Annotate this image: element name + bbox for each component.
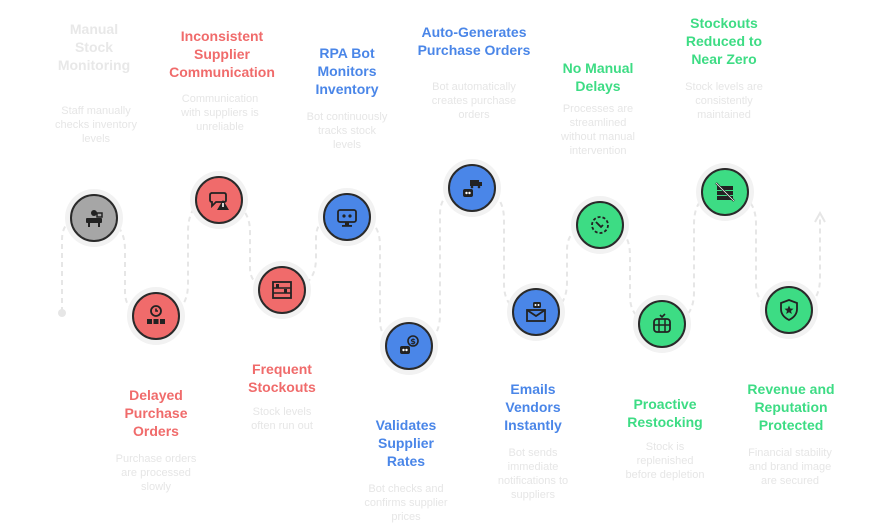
timer-arrow-icon: [591, 216, 609, 234]
step-node: [323, 193, 371, 241]
step-node: [576, 201, 624, 249]
step-title: Manual Stock Monitoring: [57, 21, 131, 73]
step-description: Bot checks and confirms supplier prices: [364, 483, 448, 523]
step-title: Revenue and Reputation Protected: [747, 381, 835, 433]
step-description: Financial stability and brand image are …: [748, 447, 832, 487]
step-node: [701, 168, 749, 216]
empty-shelf-icon: [272, 281, 292, 299]
step-description: Staff manually checks inventory levels: [55, 105, 137, 145]
step-node: [638, 300, 686, 348]
step-description: Bot continuously tracks stock levels: [306, 111, 388, 151]
robot-dollar-icon: $: [400, 335, 419, 354]
step-title: Stockouts Reduced to Near Zero: [685, 15, 763, 67]
step-title: Proactive Restocking: [627, 396, 703, 430]
robot-email-icon: [526, 302, 546, 322]
step-description: Stock levels often run out: [251, 406, 313, 432]
step-description: Communication with suppliers is unreliab…: [181, 93, 259, 133]
step-description: Stock levels are consistently maintained: [685, 81, 763, 121]
step-node: [132, 292, 180, 340]
shield-star-icon: [780, 299, 798, 322]
robot-monitor-icon: [337, 209, 357, 227]
step-description: Bot automatically creates purchase order…: [431, 81, 517, 121]
step-title: Emails Vendors Instantly: [504, 381, 562, 433]
robot-truck-icon: [463, 180, 482, 197]
crossed-cash-icon: [715, 182, 735, 202]
step-title: Inconsistent Supplier Communication: [169, 28, 275, 80]
step-description: Bot sends immediate notifications to sup…: [497, 447, 569, 501]
step-title: Frequent Stockouts: [248, 361, 316, 395]
step-description: Purchase orders are processed slowly: [115, 453, 197, 493]
chat-warning-icon: [209, 192, 229, 210]
step-node: $: [385, 322, 433, 370]
stock-box-icon: [653, 313, 671, 333]
step-node: [512, 288, 560, 336]
step-title: Delayed Purchase Orders: [124, 387, 188, 439]
clock-boxes-icon: [147, 305, 165, 324]
step-description: Stock is replenished before depletion: [625, 441, 705, 481]
step-description: Processes are streamlined without manual…: [561, 103, 635, 157]
step-node: [765, 286, 813, 334]
step-title: No Manual Delays: [562, 60, 634, 94]
step-node: [70, 194, 118, 242]
worker-desk-icon: [86, 210, 103, 227]
step-title: Validates Supplier Rates: [375, 417, 437, 469]
step-title: Auto-Generates Purchase Orders: [417, 24, 531, 58]
svg-text:$: $: [410, 337, 416, 346]
step-node: [195, 176, 243, 224]
step-title: RPA Bot Monitors Inventory: [315, 45, 379, 97]
step-node: [448, 164, 496, 212]
step-node: [258, 266, 306, 314]
